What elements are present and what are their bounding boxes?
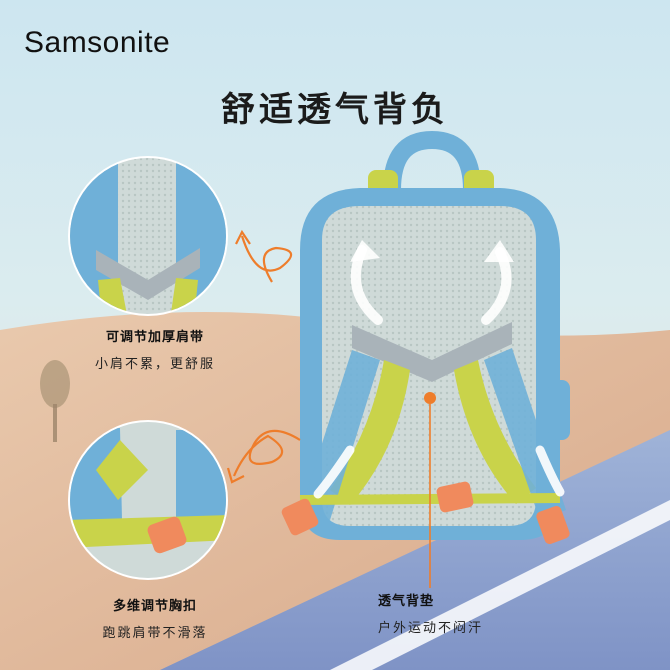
callout-title: 透气背垫: [378, 594, 435, 609]
callout-title: 多维调节胸扣: [112, 599, 197, 614]
callout-subtitle: 跑跳肩带不滑落: [102, 626, 208, 641]
callout-subtitle: 小肩不累，更舒服: [94, 357, 215, 372]
callout-back-pad: 透气背垫 户外运动不闷汗: [378, 590, 498, 636]
callout-subtitle: 户外运动不闷汗: [378, 621, 484, 636]
callout-chest-buckle: 多维调节胸扣 跑跳肩带不滑落: [70, 595, 240, 641]
callout-shoulder-straps: 可调节加厚肩带 小肩不累，更舒服: [70, 326, 240, 372]
callout-title: 可调节加厚肩带: [105, 330, 204, 345]
brand-logo: Samsonite: [24, 26, 171, 59]
page-title: 舒适透气背负: [221, 90, 449, 130]
